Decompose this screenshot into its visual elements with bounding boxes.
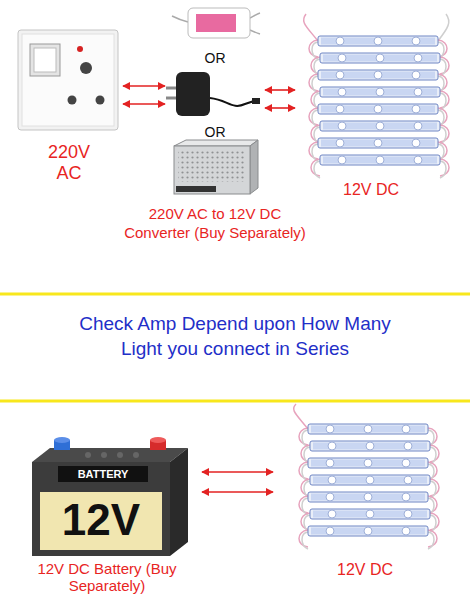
wall-adapter — [166, 72, 260, 116]
led-module-stack — [304, 14, 449, 178]
driver-wire — [250, 13, 260, 18]
led-module-stack — [294, 404, 439, 549]
adapter-cable — [210, 98, 254, 106]
driver-wire — [172, 16, 188, 22]
node-caption: 220V AC to 12V DC Converter (Buy Separat… — [116, 204, 314, 242]
led-driver — [172, 8, 260, 38]
pin-hole — [96, 96, 105, 105]
smps-unit — [174, 140, 258, 194]
wall-socket — [18, 30, 118, 130]
driver-wire — [250, 30, 260, 34]
divider-line — [0, 400, 470, 403]
double-arrow — [265, 89, 295, 91]
battery — [32, 437, 188, 556]
battery-side — [170, 448, 188, 556]
driver-body — [188, 8, 250, 38]
cell-cap — [133, 452, 139, 458]
negative-terminal — [54, 437, 70, 443]
socket-face — [22, 34, 114, 126]
socket-plate — [18, 30, 118, 130]
battery-panel — [40, 492, 162, 550]
smps-top — [174, 140, 258, 146]
node-label: 12V DC — [298, 180, 444, 199]
double-arrow — [123, 85, 165, 87]
smps-mesh — [178, 150, 246, 182]
double-arrow — [202, 491, 273, 493]
switch-frame — [30, 44, 60, 76]
battery-lid — [32, 448, 188, 462]
or-label: OR — [195, 124, 235, 141]
divider-line — [0, 293, 470, 296]
double-arrow — [202, 471, 273, 473]
battery-node: BATTERY12V12V DC Battery (Buy Separately… — [22, 430, 190, 560]
smps-front — [174, 146, 250, 194]
battery-badge-text: BATTERY — [58, 467, 148, 481]
double-arrow — [265, 107, 295, 109]
switch-rocker — [34, 48, 56, 72]
earth-hole — [80, 62, 92, 74]
led-wire — [304, 14, 318, 41]
battery-front — [32, 462, 170, 556]
pin-hole — [68, 96, 77, 105]
cell-cap — [101, 452, 107, 458]
adapter-body — [176, 72, 210, 116]
led-wire — [438, 14, 449, 41]
double-arrow — [123, 103, 165, 105]
battery-badge — [58, 466, 148, 482]
battery-voltage: 12V — [40, 492, 162, 548]
led-wire — [294, 404, 308, 429]
cell-cap — [85, 452, 91, 458]
led-node: 12V DC — [298, 28, 444, 178]
led-node: 12V DC — [285, 418, 445, 558]
socket-node: 220V AC — [18, 28, 120, 134]
note-text: Check Amp Depend upon How Many Light you… — [70, 311, 400, 361]
node-label: 220V AC — [44, 142, 94, 184]
indicator-lamp — [77, 46, 83, 52]
positive-terminal — [150, 437, 166, 443]
or-label: OR — [195, 50, 235, 67]
led-module — [299, 526, 437, 549]
driver-sticker — [196, 14, 236, 32]
cell-cap — [117, 452, 123, 458]
node-label: 12V DC — [285, 560, 445, 579]
dc-jack — [252, 98, 260, 104]
terminal-strip — [176, 186, 216, 192]
led-module — [311, 155, 449, 178]
smps-side — [250, 140, 258, 194]
node-caption: 12V DC Battery (Buy Separately) — [12, 560, 202, 594]
converter-node: 220V AC to 12V DC Converter (Buy Separat… — [168, 2, 262, 198]
